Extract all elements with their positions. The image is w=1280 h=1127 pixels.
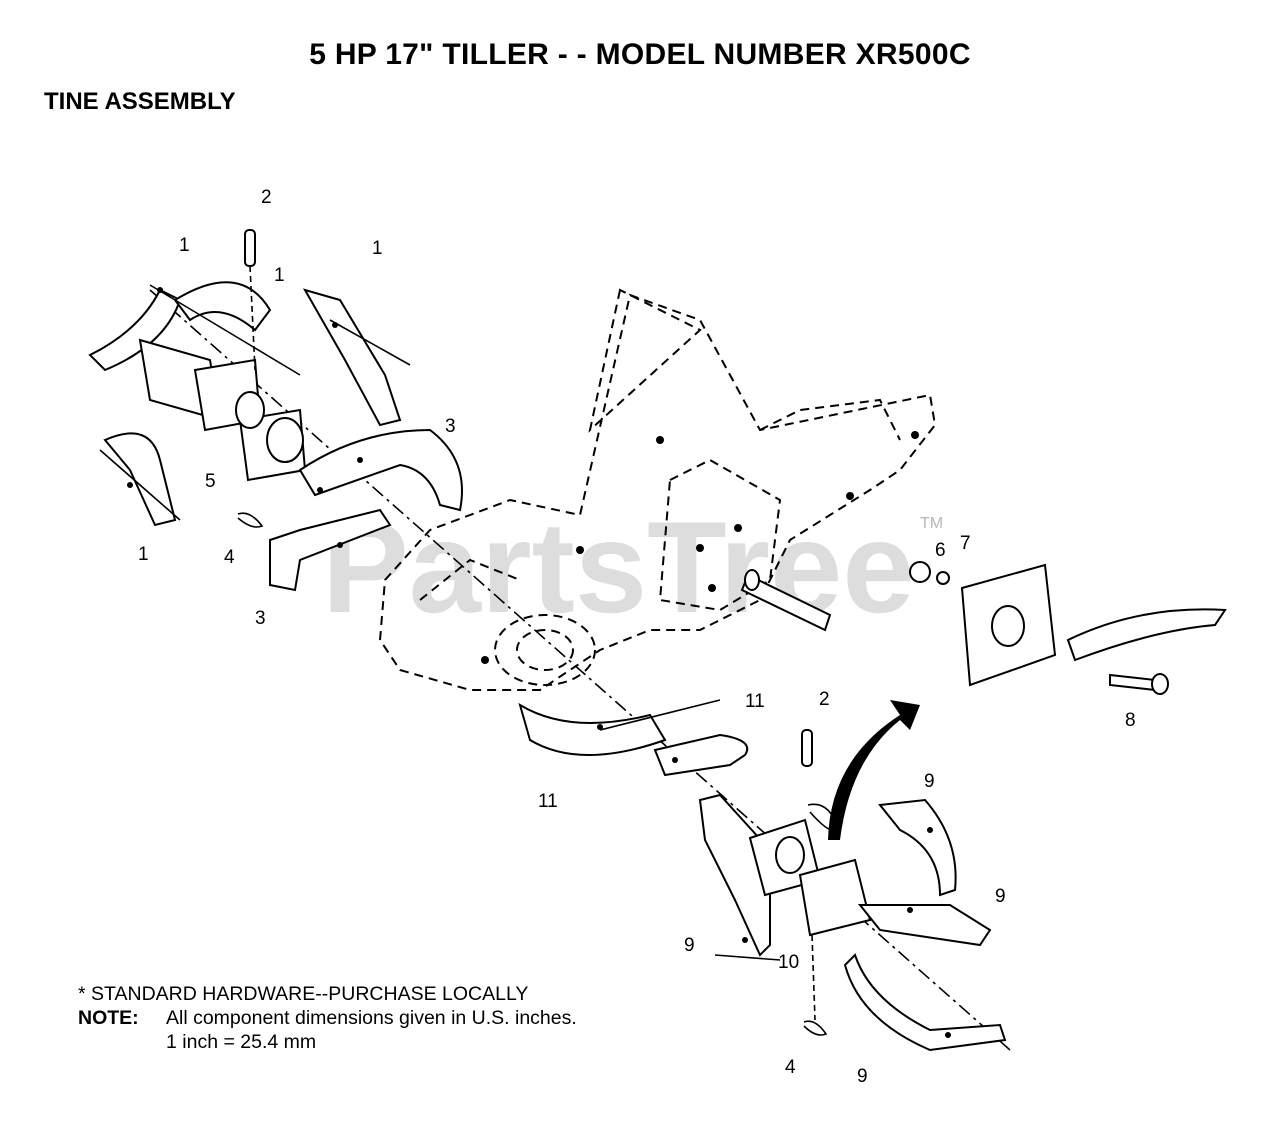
tine-group-right (518, 699, 1007, 1052)
callout-9: 9 (924, 771, 935, 792)
callout-11: 11 (538, 791, 558, 812)
callout-1: 1 (274, 265, 285, 286)
callout-2: 2 (261, 187, 272, 208)
callout-9: 9 (995, 886, 1006, 907)
note-line-1: All component dimensions given in U.S. i… (166, 1007, 577, 1029)
callout-9: 9 (684, 935, 695, 956)
callout-1: 1 (372, 238, 383, 259)
axle-shaft-right (740, 569, 832, 632)
callout-6: 6 (935, 540, 946, 561)
callout-7: 7 (960, 533, 971, 554)
tine-group-left (88, 281, 463, 592)
callout-3: 3 (255, 608, 266, 629)
callout-9: 9 (857, 1066, 868, 1087)
transmission-housing (378, 288, 937, 691)
axle-centerline (149, 289, 1011, 1051)
clevis-pin-top (244, 229, 256, 371)
callout-4: 4 (785, 1057, 796, 1078)
note-label: NOTE: (78, 1007, 139, 1029)
watermark-trademark: TM (920, 515, 943, 532)
callout-1: 1 (138, 544, 149, 565)
standard-hardware-note: * STANDARD HARDWARE--PURCHASE LOCALLY (78, 983, 529, 1005)
callout-10: 10 (778, 952, 799, 973)
section-title: TINE ASSEMBLY (44, 88, 236, 115)
note-line-2: 1 inch = 25.4 mm (166, 1031, 317, 1053)
diagram-title: 5 HP 17" TILLER - - MODEL NUMBER XR500C (309, 38, 971, 71)
callout-5: 5 (205, 471, 216, 492)
callout-2: 2 (819, 689, 830, 710)
hairpin-clip-bottom (803, 934, 828, 1036)
callout-11: 11 (745, 691, 765, 712)
callout-1: 1 (179, 235, 190, 256)
callout-3: 3 (445, 416, 456, 437)
hardware-right (909, 561, 1227, 695)
notes-block: * STANDARD HARDWARE--PURCHASE LOCALLY NO… (78, 982, 577, 1054)
dimension-note: NOTE: All component dimensions given in … (78, 1006, 577, 1030)
hairpin-clip-left (237, 512, 264, 528)
callout-8: 8 (1125, 710, 1136, 731)
callout-4: 4 (224, 547, 235, 568)
